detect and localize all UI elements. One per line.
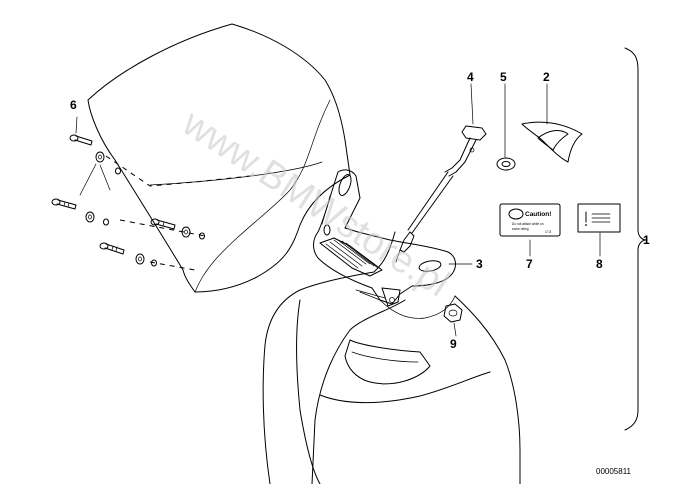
callout-5: 5 [500,70,507,84]
caution-label: Caution! Do not attach while on some rid… [499,203,561,237]
callout-8: 8 [596,257,603,271]
callout-4: 4 [467,70,474,84]
screw-4 [99,242,125,255]
callout-3: 3 [476,257,483,271]
group-bracket [624,47,647,431]
washer [496,157,516,171]
caution-title: Caution! [525,211,551,218]
screw-set [51,116,205,267]
callout-1: 1 [643,233,650,247]
callouts: 1 2 3 4 5 6 7 8 9 [70,70,650,351]
callout-9: 9 [450,337,457,351]
nut [443,303,463,323]
mounting-bracket [313,169,456,307]
bracket-grille [325,239,379,269]
mounting-dashes [105,155,251,271]
document-id: 00005811 [596,467,632,476]
caution-line-3: 17.8 [545,230,551,234]
callout-7: 7 [526,257,533,271]
caution-line-2: some riding [512,227,529,231]
info-card [577,203,621,233]
callout-2: 2 [543,70,550,84]
fastener-rod [395,125,487,263]
cover-piece [521,121,583,163]
leader-lines [448,83,601,337]
callout-6: 6 [70,98,77,112]
screw-1 [69,134,93,146]
watermark: www.BMWstore.pl [174,102,456,306]
screw-2 [51,198,77,210]
screw-3 [150,218,176,230]
fairing [262,231,521,484]
caution-line-1: Do not attach while on [512,222,544,226]
